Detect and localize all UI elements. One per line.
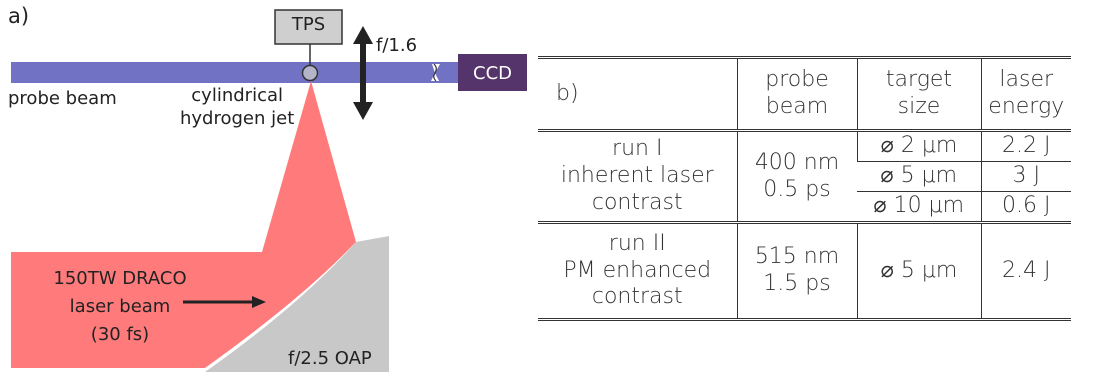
header-target-line2: size: [897, 94, 941, 119]
table-row: run II PM enhanced contrast 515 nm 1.5 p…: [538, 221, 1071, 321]
run2-probe-cell: 515 nm 1.5 ps: [736, 221, 857, 321]
run2-probe-line2: 1.5 ps: [763, 271, 831, 296]
run1-name-line2: inherent laser: [560, 163, 714, 189]
run1-name-line3: contrast: [591, 189, 683, 215]
ccd-label: CCD: [473, 63, 512, 84]
laser-beam: [11, 81, 356, 368]
probe-beam-bar: [11, 62, 461, 83]
lens-arrow-up-head: [353, 26, 373, 44]
run2-name-cell: run II PM enhanced contrast: [538, 221, 737, 321]
hydrogen-jet-label-line2: hydrogen jet: [180, 108, 295, 130]
panel-b-label-cell: b): [538, 56, 737, 131]
tps-label: TPS: [291, 14, 326, 35]
oap-label: f/2.5 OAP: [288, 348, 372, 369]
panel-a-label: a): [8, 4, 30, 28]
table-row: ⌀ 5 μm 3 J: [538, 161, 1071, 192]
run1-probe-line1: 400 nm: [754, 149, 840, 175]
run1-target-1: ⌀ 2 μm: [856, 129, 981, 162]
lens-arrow-down-head: [353, 102, 373, 120]
run1-name-line1: run I: [612, 136, 663, 162]
run1-probe-cell: 400 nm 0.5 ps: [736, 129, 857, 223]
hydrogen-jet-label: cylindrical hydrogen jet: [180, 84, 294, 131]
laser-label-line1: 150TW DRACO: [53, 268, 187, 289]
run2-target: ⌀ 5 μm: [856, 221, 981, 321]
probe-beam-label: probe beam: [8, 88, 117, 109]
run2-name-line3: contrast: [591, 284, 683, 310]
run2-probe-line1: 515 nm: [754, 244, 840, 270]
run1-energy-3: 0.6 J: [980, 191, 1071, 223]
run1-energy-1: 2.2 J: [980, 129, 1071, 162]
table-row: ⌀ 10 μm 0.6 J: [538, 191, 1071, 223]
run2-name-line1: run II: [608, 230, 666, 256]
table-row: run I inherent laser contrast 400 nm 0.5…: [538, 129, 1071, 223]
panel-b-label: b): [556, 80, 579, 106]
run1-target-3: ⌀ 10 μm: [857, 191, 981, 223]
run2-name-line2: PM enhanced: [563, 257, 712, 283]
hydrogen-jet-circle: [301, 64, 319, 82]
tps-box: [274, 9, 343, 45]
hydrogen-jet-label-line1: cylindrical: [191, 85, 283, 106]
oap-mirror: [205, 236, 389, 372]
run1-name-cell: run I inherent laser contrast: [538, 129, 737, 223]
header-probe-line2: beam: [765, 94, 829, 119]
experimental-setup-diagram: [11, 9, 527, 372]
header-probe-line1: probe: [765, 67, 829, 93]
lens-label: f/1.6: [376, 35, 418, 56]
header-energy-line2: energy: [988, 94, 1065, 119]
run1-energy-2: 3 J: [980, 161, 1071, 192]
laser-label-line3: (30 fs): [90, 323, 150, 345]
header-energy-line1: laser: [999, 67, 1054, 93]
laser-direction-arrowhead: [252, 296, 266, 308]
ccd-box: [458, 54, 527, 91]
run2-energy: 2.4 J: [980, 221, 1071, 321]
laser-label-line2: laser beam: [69, 295, 171, 317]
header-target-line1: target: [885, 67, 953, 93]
laser-beam-label: 150TW DRACO laser beam (30 fs): [36, 265, 204, 349]
run1-probe-line2: 0.5 ps: [763, 176, 831, 202]
run1-target-2: ⌀ 5 μm: [857, 161, 981, 192]
